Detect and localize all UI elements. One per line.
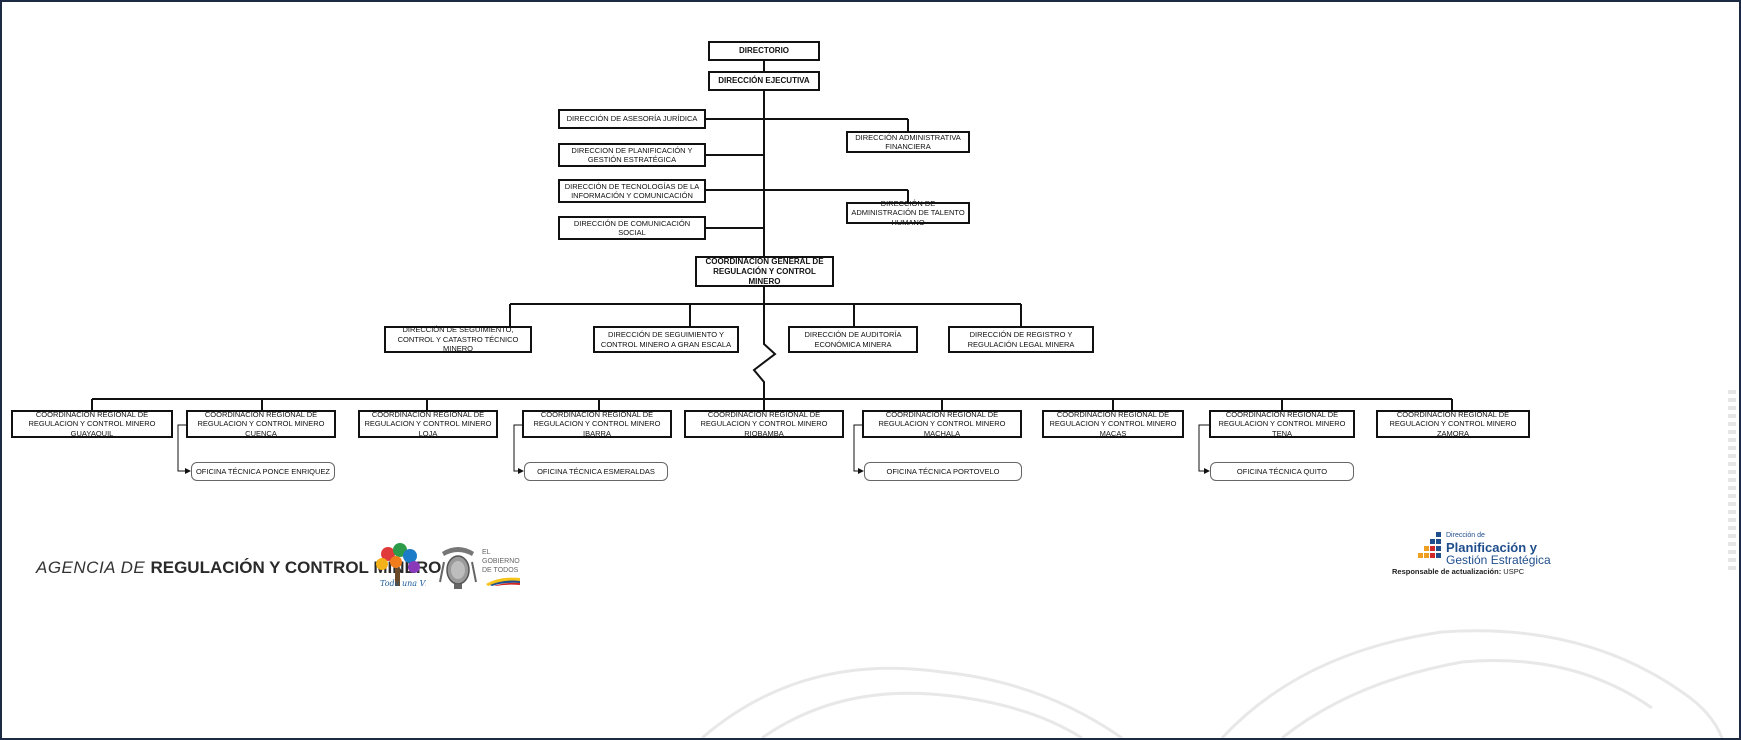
flag-swoosh-icon	[486, 577, 520, 586]
regional-loja-label: COORDINACION REGIONAL DE REGULACION Y CO…	[364, 409, 492, 438]
brand-line-2: Gestión Estratégica	[1446, 553, 1551, 567]
comunicacion-social-box: DIRECCIÓN DE COMUNICACIÓN SOCIAL	[558, 216, 706, 240]
direccion-seguimiento-catastro-box: DIRECCIÓN DE SEGUIMIENTO, CONTROL Y CATA…	[384, 325, 532, 354]
regional-macas-label: COORDINACION REGIONAL DE REGULACION Y CO…	[1049, 409, 1177, 438]
regional-cuenca-box: COORDINACION REGIONAL DE REGULACION Y CO…	[186, 410, 336, 438]
coat-of-arms-icon	[438, 542, 478, 590]
direccion-ejecutiva-box: DIRECCIÓN EJECUTIVA	[708, 71, 820, 91]
regional-ibarra-label: COORDINACION REGIONAL DE REGULACION Y CO…	[533, 409, 661, 438]
oficina-portovelo-box: OFICINA TÉCNICA PORTOVELO	[864, 462, 1022, 481]
direccion-auditoria-box: DIRECCIÓN DE AUDITORÍA ECONÓMICA MINERA	[788, 326, 918, 353]
regional-zamora-box: COORDINACION REGIONAL DE REGULACION Y CO…	[1376, 410, 1530, 438]
direccion-seguimiento-catastro-label: DIRECCIÓN DE SEGUIMIENTO, CONTROL Y CATA…	[397, 325, 519, 354]
agency-main-name: REGULACIÓN Y CONTROL MINERO	[150, 558, 442, 577]
oficina-ponce-enriquez-box: OFICINA TÉCNICA PONCE ENRIQUEZ	[191, 462, 335, 481]
oficina-esmeraldas-label: OFICINA TÉCNICA ESMERALDAS	[537, 466, 655, 476]
agency-prefix: AGENCIA DE	[36, 558, 151, 577]
regional-zamora-label: COORDINACION REGIONAL DE REGULACION Y CO…	[1389, 409, 1517, 438]
background-watermark	[701, 629, 1724, 738]
responsable-label: Responsable de actualización:	[1392, 567, 1502, 576]
talento-humano-box: DIRECCIÓN DE ADMINISTRACIÓN DE TALENTO H…	[846, 198, 970, 227]
directorio-label: DIRECTORIO	[738, 46, 790, 55]
regional-riobamba-label: COORDINACION REGIONAL DE REGULACION Y CO…	[700, 409, 828, 438]
regional-macas-box: COORDINACION REGIONAL DE REGULACION Y CO…	[1042, 410, 1184, 438]
direccion-registro-label: DIRECCIÓN DE REGISTRO Y REGULACIÓN LEGAL…	[967, 330, 1075, 349]
brand-small-label: Dirección de	[1446, 532, 1485, 539]
direccion-registro-box: DIRECCIÓN DE REGISTRO Y REGULACIÓN LEGAL…	[948, 326, 1094, 353]
regional-loja-box: COORDINACION REGIONAL DE REGULACION Y CO…	[358, 410, 498, 438]
agency-wordmark: AGENCIA DE REGULACIÓN Y CONTROL MINERO	[36, 558, 441, 578]
planificacion-brand-icon	[1410, 532, 1442, 564]
direccion-gran-escala-box: DIRECCIÓN DE SEGUIMIENTO Y CONTROL MINER…	[593, 326, 739, 353]
tecnologias-box: DIRECCIÓN DE TECNOLOGÍAS DE LA INFORMACI…	[558, 179, 706, 203]
gobierno-line-3: DE TODOS	[482, 567, 519, 574]
regional-cuenca-label: COORDINACION REGIONAL DE REGULACION Y CO…	[197, 409, 325, 438]
responsable-value: USPC	[1503, 567, 1525, 576]
direccion-gran-escala-label: DIRECCIÓN DE SEGUIMIENTO Y CONTROL MINER…	[600, 330, 732, 349]
gobierno-line-2: GOBIERNO	[482, 558, 520, 565]
asesoria-juridica-box: DIRECCIÓN DE ASESORÍA JURÍDICA	[558, 109, 706, 129]
oficina-esmeraldas-box: OFICINA TÉCNICA ESMERALDAS	[524, 462, 668, 481]
gobierno-de-todos-logo: EL GOBIERNO DE TODOS	[482, 548, 524, 588]
oficina-quito-label: OFICINA TÉCNICA QUITO	[1236, 466, 1328, 476]
direccion-auditoria-label: DIRECCIÓN DE AUDITORÍA ECONÓMICA MINERA	[804, 330, 902, 349]
direccion-ejecutiva-label: DIRECCIÓN EJECUTIVA	[718, 76, 810, 85]
administrativa-financiera-box: DIRECCIÓN ADMINISTRATIVA FINANCIERA	[846, 131, 970, 153]
planificacion-label: DIRECCION DE PLANIFICACIÓN Y GESTIÓN EST…	[571, 145, 693, 164]
toda-una-vida-logo: Toda una Vida	[370, 540, 438, 592]
regional-machala-label: COORDINACION REGIONAL DE REGULACION Y CO…	[878, 409, 1006, 438]
gobierno-line-1: EL	[482, 549, 491, 556]
coordinacion-general-label: COORDINACIÓN GENERAL DE REGULACIÓN Y CON…	[705, 256, 824, 286]
regional-riobamba-box: COORDINACION REGIONAL DE REGULACION Y CO…	[684, 410, 844, 438]
regional-guayaquil-box: COORDINACION REGIONAL DE REGULACION Y CO…	[11, 410, 173, 438]
svg-text:Toda una Vida: Toda una Vida	[380, 579, 426, 588]
regional-guayaquil-label: COORDINACION REGIONAL DE REGULACION Y CO…	[28, 409, 156, 438]
administrativa-financiera-label: DIRECCIÓN ADMINISTRATIVA FINANCIERA	[855, 132, 961, 151]
regional-machala-box: COORDINACION REGIONAL DE REGULACION Y CO…	[862, 410, 1022, 438]
regional-tena-box: COORDINACION REGIONAL DE REGULACION Y CO…	[1209, 410, 1355, 438]
edge-watermark	[1728, 390, 1736, 574]
regional-tena-label: COORDINACION REGIONAL DE REGULACION Y CO…	[1218, 409, 1346, 438]
oficina-portovelo-label: OFICINA TÉCNICA PORTOVELO	[886, 466, 1000, 476]
regional-ibarra-box: COORDINACION REGIONAL DE REGULACION Y CO…	[522, 410, 672, 438]
tecnologias-label: DIRECCIÓN DE TECNOLOGÍAS DE LA INFORMACI…	[564, 181, 700, 200]
oficina-ponce-enriquez-label: OFICINA TÉCNICA PONCE ENRIQUEZ	[195, 466, 331, 476]
talento-humano-label: DIRECCIÓN DE ADMINISTRACIÓN DE TALENTO H…	[851, 198, 965, 227]
coordinacion-general-box: COORDINACIÓN GENERAL DE REGULACIÓN Y CON…	[695, 256, 834, 287]
brand-line-1: Planificación y	[1446, 540, 1538, 555]
directorio-box: DIRECTORIO	[708, 41, 820, 61]
responsable-line: Responsable de actualización: USPC	[1392, 567, 1524, 576]
planificacion-box: DIRECCION DE PLANIFICACIÓN Y GESTIÓN EST…	[558, 143, 706, 167]
oficina-quito-box: OFICINA TÉCNICA QUITO	[1210, 462, 1354, 481]
asesoria-juridica-label: DIRECCIÓN DE ASESORÍA JURÍDICA	[566, 114, 698, 124]
comunicacion-social-label: DIRECCIÓN DE COMUNICACIÓN SOCIAL	[573, 218, 691, 237]
